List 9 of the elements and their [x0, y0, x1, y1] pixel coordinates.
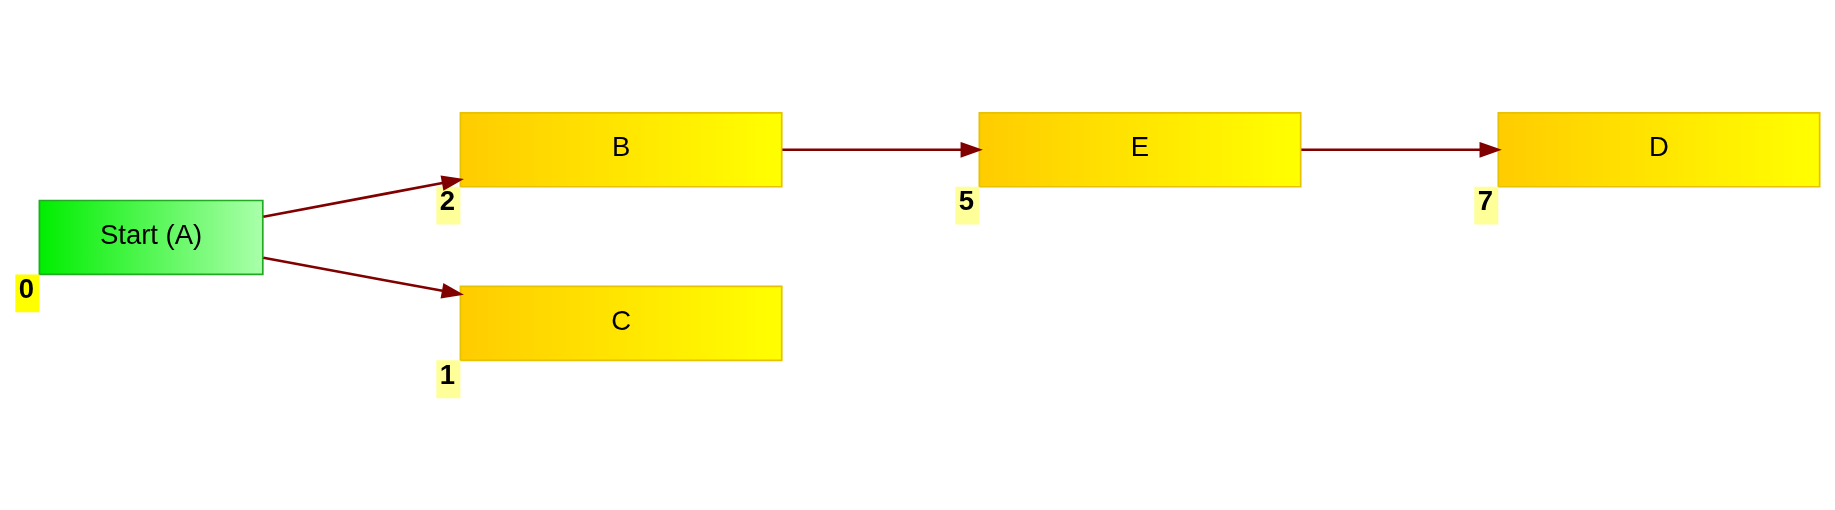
node-label: 2: [439, 184, 456, 216]
arrow: [263, 174, 464, 218]
node-label: 7: [1477, 184, 1493, 216]
arrow: [782, 141, 983, 158]
arrow: [263, 256, 464, 298]
arrow: [1301, 141, 1502, 158]
node-label: 0: [18, 272, 35, 304]
node-label: 1: [439, 358, 456, 390]
node-label: 5: [958, 184, 975, 216]
